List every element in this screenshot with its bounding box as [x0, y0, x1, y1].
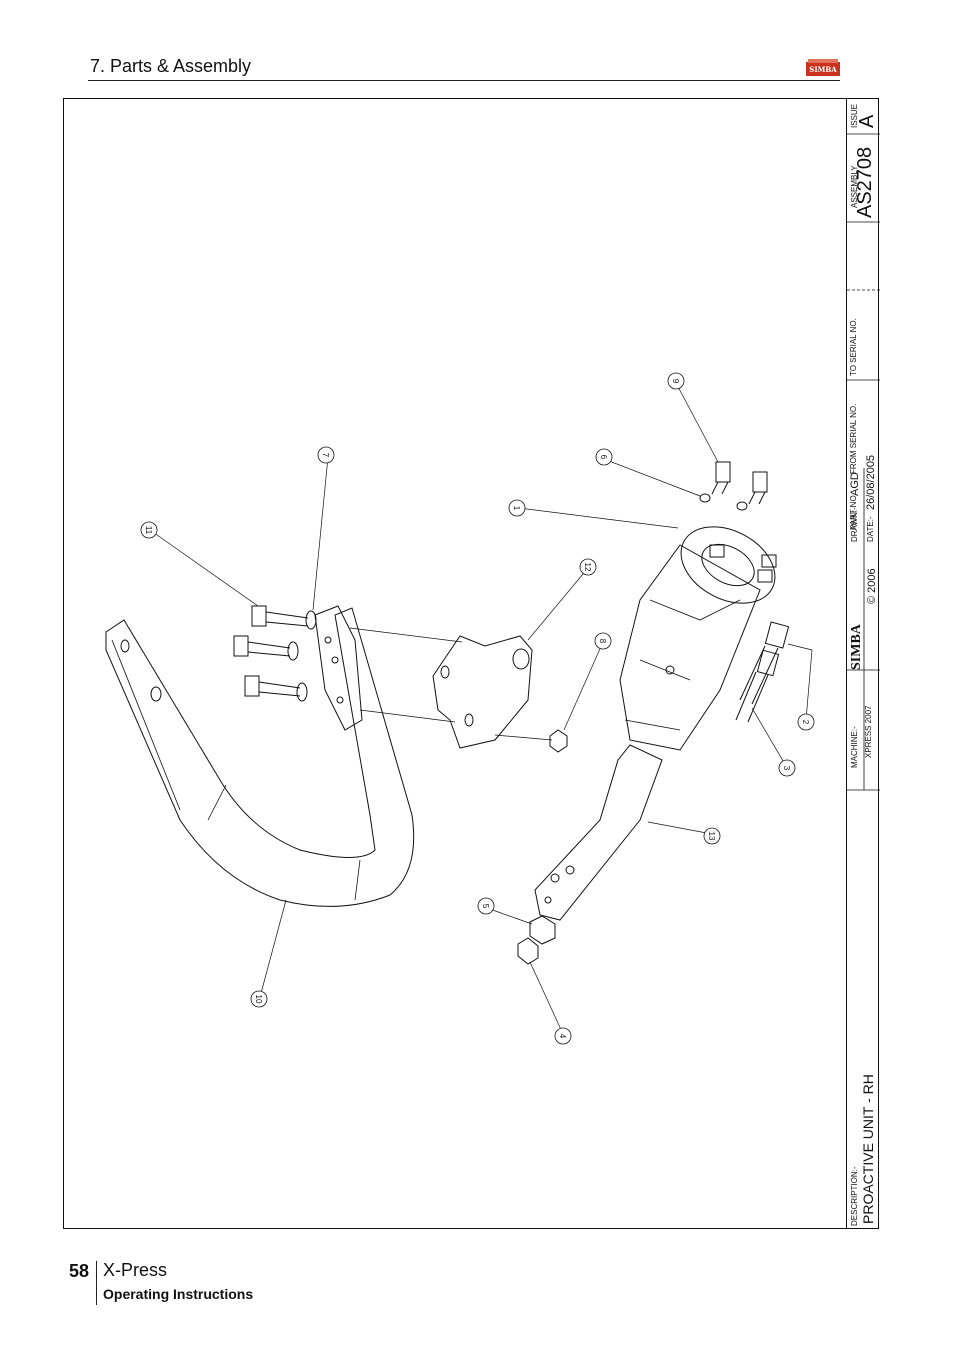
svg-text:5: 5 [481, 904, 490, 909]
callout-2: 2 [797, 713, 815, 731]
simba-logo: SIMBA [806, 59, 840, 76]
callout-13: 13 [703, 827, 721, 845]
callout-5: 5 [477, 897, 495, 915]
callout-12: 12 [579, 558, 597, 576]
title-block: ISSUE A ASSEMBLY AS2708 TO SERIAL NO. FR… [846, 98, 880, 1229]
part-8-nut [549, 729, 568, 753]
part-5-nut [529, 915, 556, 945]
svg-text:4: 4 [558, 1034, 567, 1039]
callout-7: 7 [317, 446, 335, 464]
date-value: 26/08/2005 [865, 454, 877, 510]
title-block-grid [847, 133, 880, 791]
machine-value: XPRESS 2007 [864, 705, 873, 758]
description-label: DESCRIPTION:- [850, 1166, 859, 1226]
svg-text:8: 8 [598, 639, 607, 644]
callout-10: 10 [250, 990, 268, 1008]
callout-3: 3 [778, 759, 796, 777]
brand-logo-text: SIMBA [809, 65, 837, 74]
issue-value: A [856, 114, 878, 128]
svg-text:3: 3 [782, 766, 791, 771]
leg-hole-mid [150, 686, 162, 702]
product-name: X-Press [103, 1260, 168, 1280]
part-7-washers [287, 610, 317, 702]
machine-label: MACHINE:- [850, 726, 859, 768]
drawn-label: DRAWN:- [850, 507, 859, 542]
svg-text:7: 7 [321, 453, 330, 458]
part-2-3-bolts [735, 621, 790, 723]
part-9-bolts [711, 461, 768, 505]
part-12-bracket [432, 635, 533, 749]
to-serial-label: TO SERIAL NO. [849, 318, 858, 376]
callout-11: 11 [140, 521, 158, 539]
flange-bolts [709, 544, 777, 583]
part-1-arm [619, 544, 761, 751]
svg-text:6: 6 [599, 455, 608, 460]
callout-1: 1 [508, 499, 526, 517]
assembly-number: AS2708 [854, 146, 876, 218]
part-11-bolts [233, 605, 309, 697]
header-divider [88, 80, 840, 81]
leader-lines [149, 382, 813, 1035]
svg-text:11: 11 [144, 526, 153, 535]
svg-text:1: 1 [512, 506, 521, 511]
callout-4: 4 [554, 1027, 572, 1045]
callout-8: 8 [594, 632, 612, 650]
from-serial-label: FROM SERIAL NO. [849, 403, 858, 474]
clamp-plate [314, 605, 363, 731]
leg-hole-top [120, 639, 130, 653]
callout-9: 9 [667, 372, 685, 390]
callout-6: 6 [595, 448, 613, 466]
part-4-nut [517, 937, 539, 965]
footer-divider [96, 1261, 97, 1305]
description-value: PROACTIVE UNIT - RH [860, 1074, 876, 1224]
svg-text:12: 12 [583, 563, 592, 572]
part-1-flange [680, 526, 776, 604]
svg-text:10: 10 [254, 995, 263, 1004]
section-title: 7. Parts & Assembly [90, 56, 252, 76]
part-6-washers [699, 493, 748, 511]
svg-text:13: 13 [707, 832, 716, 841]
title-block-logo: SIMBA [849, 624, 864, 670]
document-subtitle: Operating Instructions [103, 1286, 254, 1302]
copyright: © 2006 [866, 568, 878, 604]
date-label: DATE:- [866, 516, 875, 542]
svg-text:2: 2 [801, 720, 810, 725]
drawing-frame [63, 98, 879, 1229]
part-13-lower-arm [534, 744, 663, 921]
part-10-leg [105, 607, 415, 907]
svg-text:9: 9 [671, 379, 680, 384]
drawn-value: AGD [849, 472, 861, 496]
page-number: 58 [69, 1261, 90, 1281]
